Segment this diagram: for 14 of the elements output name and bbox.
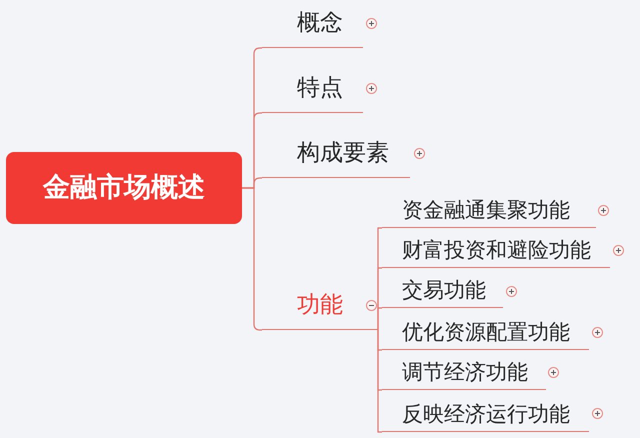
central-topic-box xyxy=(6,152,242,224)
topic-label: 交易功能 xyxy=(402,277,486,304)
topic-label: 特点 xyxy=(297,74,343,103)
central-topic-label: 金融市场概述 xyxy=(43,171,205,205)
topic-label: 资金融通集聚功能 xyxy=(402,197,570,224)
topic-label: 概念 xyxy=(297,9,343,38)
branch-line xyxy=(377,307,382,331)
topic-label: 财富投资和避险功能 xyxy=(402,237,591,264)
topic-label: 调节经济功能 xyxy=(402,359,528,386)
topic-label: 优化资源配置功能 xyxy=(402,319,570,346)
topic-label: 构成要素 xyxy=(297,139,389,168)
topic-label: 功能 xyxy=(297,291,343,320)
branch-line xyxy=(377,329,382,433)
topic-label: 反映经济运行功能 xyxy=(402,401,570,428)
